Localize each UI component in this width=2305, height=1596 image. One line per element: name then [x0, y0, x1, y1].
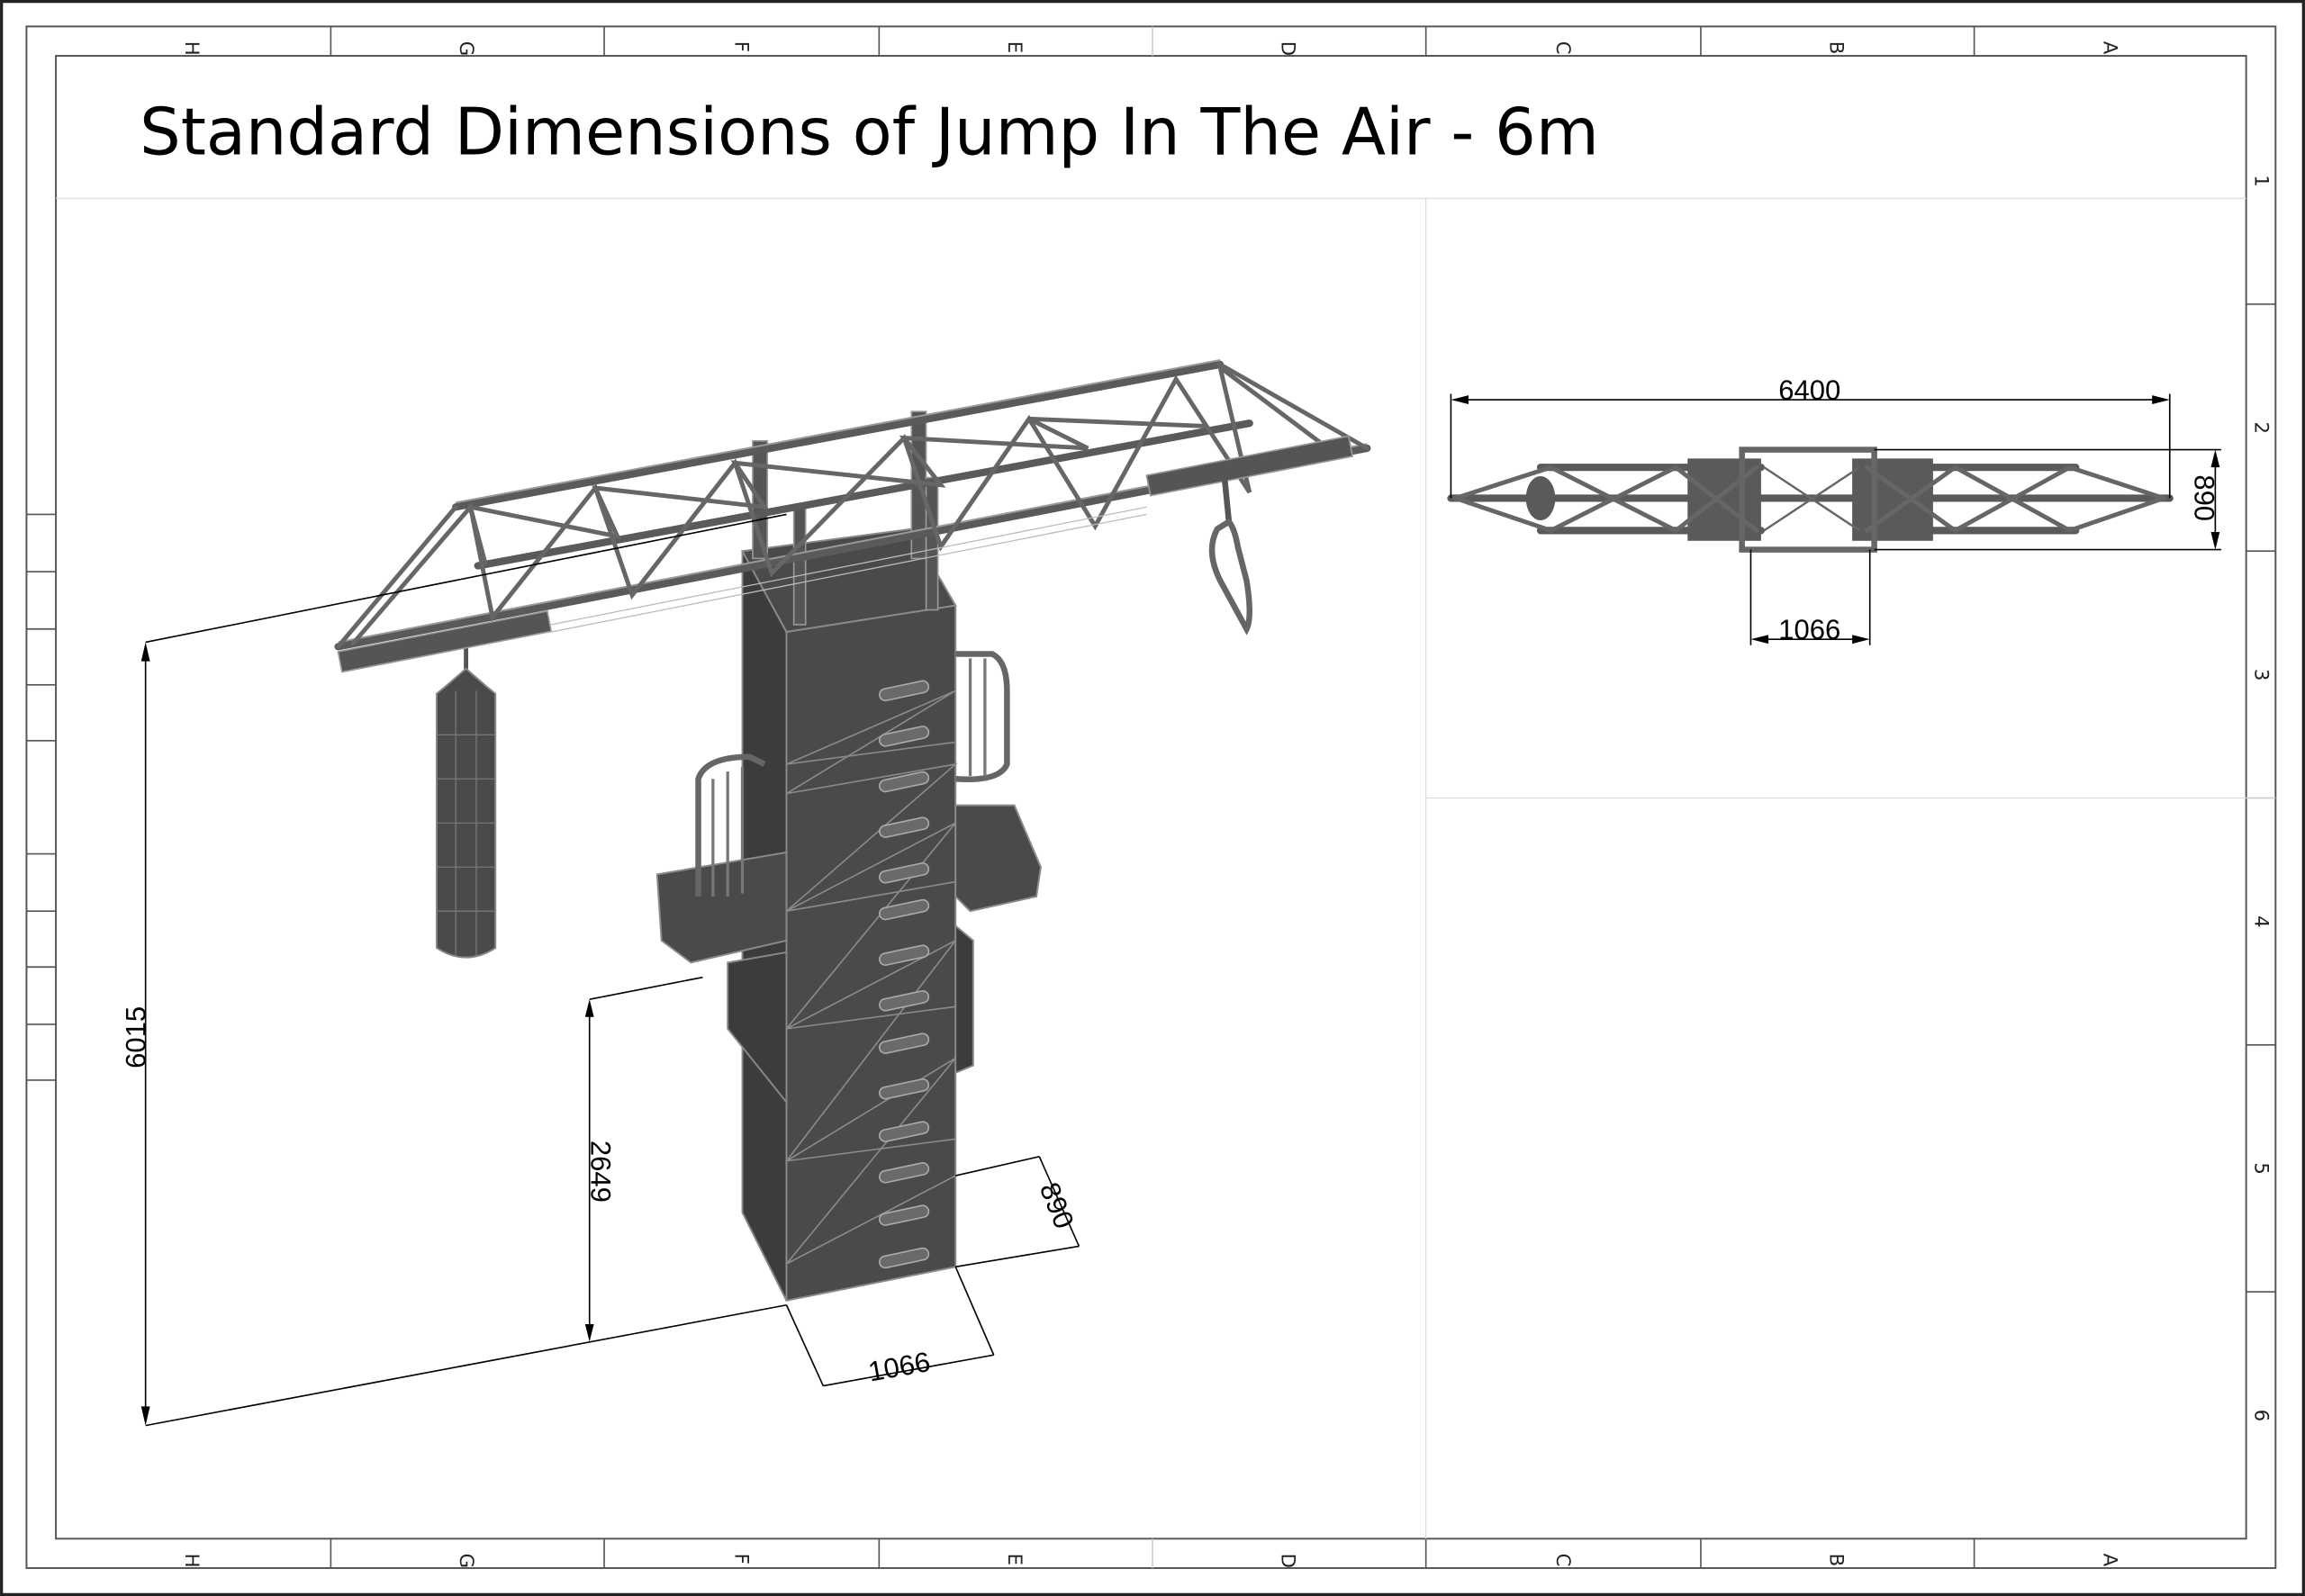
- zone-col-bottom: G: [455, 1554, 477, 1568]
- zone-row: 5: [2249, 1162, 2272, 1175]
- dimension-top-depth: 890: [1874, 448, 2221, 551]
- zone-row: 4: [2249, 915, 2272, 928]
- zone-col-bottom: F: [729, 1554, 752, 1564]
- dim-label-6015: 6015: [121, 1006, 152, 1069]
- zone-col-top: E: [1003, 41, 1026, 53]
- dimension-top-tower-width: 1066: [1749, 549, 1871, 645]
- zone-row: 1: [2249, 175, 2272, 187]
- zone-row: 3: [2249, 669, 2272, 681]
- hanging-handle: [1208, 477, 1253, 636]
- zone-col-top: C: [1551, 41, 1574, 55]
- dimension-beam-length: 6400: [1450, 374, 2171, 499]
- dim-label-890-top: 890: [2189, 474, 2220, 521]
- platform: [655, 851, 788, 964]
- dim-label-1066: 1066: [866, 1346, 933, 1387]
- dim-label-1066-top: 1066: [1778, 614, 1840, 645]
- dimension-platform-height: 2649: [584, 976, 703, 1342]
- isometric-view: 6015 2649 890 1066: [121, 359, 1371, 1427]
- zone-col-bottom: H: [180, 1554, 203, 1568]
- dim-label-6400: 6400: [1778, 374, 1840, 406]
- zone-col-top: H: [180, 41, 203, 56]
- zone-col-top: G: [455, 41, 477, 56]
- dim-label-2649: 2649: [584, 1141, 616, 1203]
- zone-frame: H G F E D C B A H G F E D C B A 1 2 3 4 …: [25, 25, 2277, 1569]
- zone-col-bottom: A: [2098, 1554, 2120, 1567]
- zone-row: 2: [2249, 422, 2272, 435]
- zone-col-top: D: [1277, 41, 1299, 56]
- page-title: Standard Dimensions of Jump In The Air -…: [140, 94, 1599, 169]
- zone-col-bottom: E: [1003, 1554, 1026, 1565]
- dimension-tower-depth: 890: [955, 1156, 1080, 1268]
- dimension-total-height: 6015: [121, 513, 787, 1427]
- truss-beam: [334, 359, 1371, 673]
- zone-col-top: B: [1825, 41, 1848, 55]
- zone-row: 6: [2249, 1410, 2272, 1422]
- zone-col-top: F: [729, 41, 752, 52]
- zone-col-bottom: D: [1277, 1554, 1299, 1568]
- zone-col-bottom: B: [1825, 1554, 1848, 1567]
- climbing-holds: [878, 680, 930, 1269]
- dim-label-890: 890: [1034, 1178, 1080, 1233]
- top-view: 6400 890 1066: [1447, 374, 2221, 645]
- zone-col-bottom: C: [1551, 1554, 1574, 1567]
- zone-col-top: A: [2098, 41, 2120, 55]
- punching-bag: [435, 646, 497, 959]
- top-view-truss: [1447, 446, 2174, 553]
